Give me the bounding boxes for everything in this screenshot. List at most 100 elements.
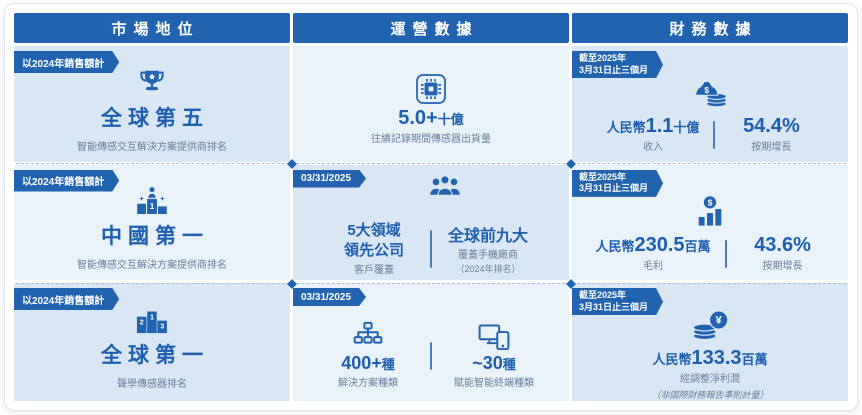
coins-icon: ¥ xyxy=(690,307,730,341)
shipments-label: 往績記錄期間傳感器出貨量 xyxy=(371,133,491,145)
gross-profit-label: 毛利 xyxy=(643,260,663,272)
rank-subtitle-china-first: 智能傳感交互解決方案提供商排名 xyxy=(77,260,227,272)
shipments-number: 5.0+ xyxy=(398,106,438,129)
cell-global-no1-acoustic: 以2024年銷售額計 2 1 3 全球第一 聲學傳感器排名 xyxy=(14,283,290,401)
net-profit-number: 133.3 xyxy=(691,347,742,369)
yuan-glyph: ¥ xyxy=(716,315,723,327)
coverage-left-metric: 5大領域 領先公司 客戶覆蓋 xyxy=(332,221,416,279)
revenue-metric: 人民幣1.1十億 收入 xyxy=(607,115,700,155)
coverage-left-value: 5大領域 領先公司 xyxy=(344,221,404,262)
trophy-icon xyxy=(137,67,167,97)
asof-badge: 截至2025年 3月31日止三個月 xyxy=(572,170,663,197)
metric-divider xyxy=(724,239,727,268)
date-badge: 03/31/2025 xyxy=(293,170,366,188)
coverage-right-label: 覆蓋手機廠商 （2024年排名） xyxy=(455,249,520,276)
rank-title-global-fifth: 全球第五 xyxy=(101,106,209,130)
asof-line2: 3月31日止三個月 xyxy=(579,64,649,75)
cell-revenue: 截至2025年 3月31日止三個月 $ 人民幣1.1十億 xyxy=(572,46,848,162)
rank-subtitle-global-fifth: 智能傳感交互解決方案提供商排名 xyxy=(77,141,227,153)
asof-badge: 截至2025年 3月31日止三個月 xyxy=(572,288,663,315)
revenue-label: 收入 xyxy=(643,142,663,154)
metric-divider xyxy=(430,230,432,269)
coverage-right-metric: 全球前九大 覆蓋手機廠商 （2024年排名） xyxy=(446,222,530,276)
solutions-metrics: 400+種 解決方案種類 ~30種 xyxy=(320,321,542,391)
solutions-right-label: 賦能智能終端種類 xyxy=(454,378,534,389)
basis-badge-2024-sales: 以2024年銷售額計 xyxy=(14,288,119,310)
asof-badge: 截至2025年 3月31日止三個月 xyxy=(572,51,663,78)
chip-icon xyxy=(415,73,447,105)
shipments-value: 5.0+十億 xyxy=(398,107,464,130)
rank-title-global-first: 全球第一 xyxy=(101,344,209,367)
coverage-right-value: 全球前九大 xyxy=(447,228,528,246)
gross-profit-metrics: 人民幣230.5百萬 毛利 43.6% 按期增長 xyxy=(595,234,824,274)
podium-123-icon: 2 1 3 xyxy=(135,306,169,334)
dollar-glyph: $ xyxy=(704,85,709,95)
revenue-unit: 十億 xyxy=(673,120,700,136)
metric-divider xyxy=(430,342,432,370)
gross-profit-growth-metric: 43.6% 按期增長 xyxy=(741,234,825,274)
coverage-metrics: 5大領域 領先公司 客戶覆蓋 全球前九大 覆蓋手機廠商 （2024年排名） xyxy=(332,221,530,279)
row-separator xyxy=(16,283,846,284)
cell-global-no5-provider: 以2024年銷售額計 全球第五 智能傳感交互解決方案提供商排名 xyxy=(14,46,290,162)
coverage-right-label-line1: 覆蓋手機廠商 xyxy=(458,250,518,262)
solutions-left-label: 解決方案種類 xyxy=(338,378,398,389)
solutions-right-number: ~30 xyxy=(472,353,503,373)
rank1-glyph: 1 xyxy=(150,202,155,211)
revenue-value: 人民幣1.1十億 xyxy=(607,115,700,138)
cell-solution-types: 03/31/2025 400+種 xyxy=(293,283,569,401)
solutions-left-unit: 種 xyxy=(381,357,395,372)
metric-divider xyxy=(713,121,716,150)
revenue-number: 1.1 xyxy=(645,115,674,138)
gross-profit-value: 人民幣230.5百萬 xyxy=(595,234,710,257)
solutions-left-number: 400+ xyxy=(341,353,382,373)
gross-profit-number: 230.5 xyxy=(634,233,685,256)
basis-badge-2024-sales: 以2024年銷售額計 xyxy=(14,170,119,192)
cell-adjusted-net-profit: 截至2025年 3月31日止三個月 ¥ 人民幣133.3百萬 經調整淨利潤 xyxy=(572,283,848,401)
revenue-growth-number: 54.4% xyxy=(743,115,800,138)
asof-line1: 截至2025年 xyxy=(579,53,627,63)
asof-line1: 截至2025年 xyxy=(579,171,627,182)
gross-profit-currency: 人民幣 xyxy=(595,238,635,254)
net-profit-value: 人民幣133.3百萬 xyxy=(652,347,767,370)
solutions-right-unit: 種 xyxy=(502,357,516,372)
date-badge: 03/31/2025 xyxy=(293,288,366,306)
basis-badge-2024-sales: 以2024年銷售額計 xyxy=(14,51,119,73)
gross-profit-growth-label: 按期增長 xyxy=(762,260,803,272)
net-profit-sublabel: （非國際財務報告準則計量） xyxy=(651,390,769,400)
cell-gross-profit: 截至2025年 3月31日止三個月 $ 人民幣230.5百萬 xyxy=(572,164,848,280)
dollar-glyph: $ xyxy=(708,197,713,207)
revenue-growth-label: 按期增長 xyxy=(751,142,792,154)
cell-china-no1-provider: 以2024年銷售額計 1 中國第一 智能傳感交互解決方案提供商排名 xyxy=(14,164,290,280)
kpi-grid: 市場地位 運營數據 財務數據 以2024年銷售額計 全球第五 智能傳感交互解決方… xyxy=(14,13,848,401)
asof-line2: 3月31日止三個月 xyxy=(579,301,649,312)
money-bag-icon: $ xyxy=(693,76,727,108)
solutions-left-metric: 400+種 解決方案種類 xyxy=(320,321,416,391)
gross-profit-growth-number: 43.6% xyxy=(754,233,811,256)
rank1-glyph: 1 xyxy=(150,312,154,321)
coverage-left-label: 客戶覆蓋 xyxy=(354,265,394,276)
net-profit-currency: 人民幣 xyxy=(652,352,692,367)
flow-tree-icon xyxy=(352,321,384,351)
header-operating-data: 運營數據 xyxy=(293,13,569,43)
net-profit-unit: 百萬 xyxy=(741,352,768,367)
dollar-chart-icon: $ xyxy=(695,194,725,227)
asof-line1: 截至2025年 xyxy=(579,290,627,300)
coverage-left-line2: 領先公司 xyxy=(343,241,404,259)
rank-title-china-first: 中國第一 xyxy=(101,225,209,249)
people-icon xyxy=(427,172,463,202)
kpi-infographic-card: 市場地位 運營數據 財務數據 以2024年銷售額計 全球第五 智能傳感交互解決方… xyxy=(4,3,858,411)
revenue-metrics: 人民幣1.1十億 收入 54.4% 按期增長 xyxy=(607,115,814,155)
net-profit-label: 經調整淨利潤 xyxy=(680,374,740,385)
asof-line2: 3月31日止三個月 xyxy=(579,183,649,194)
gross-profit-metric: 人民幣230.5百萬 毛利 xyxy=(595,234,710,274)
coverage-right-label-line2: （2024年排名） xyxy=(455,264,521,275)
header-market-position: 市場地位 xyxy=(14,13,290,43)
gross-profit-unit: 百萬 xyxy=(684,238,711,254)
header-financial-data: 財務數據 xyxy=(572,13,848,43)
podium-winner-icon: 1 xyxy=(136,185,168,215)
solutions-right-value: ~30種 xyxy=(472,353,516,374)
rank-subtitle-global-first: 聲學傳感器排名 xyxy=(117,379,187,390)
rank3-glyph: 3 xyxy=(160,322,164,331)
solutions-left-value: 400+種 xyxy=(341,353,395,374)
row-separator xyxy=(16,163,846,164)
